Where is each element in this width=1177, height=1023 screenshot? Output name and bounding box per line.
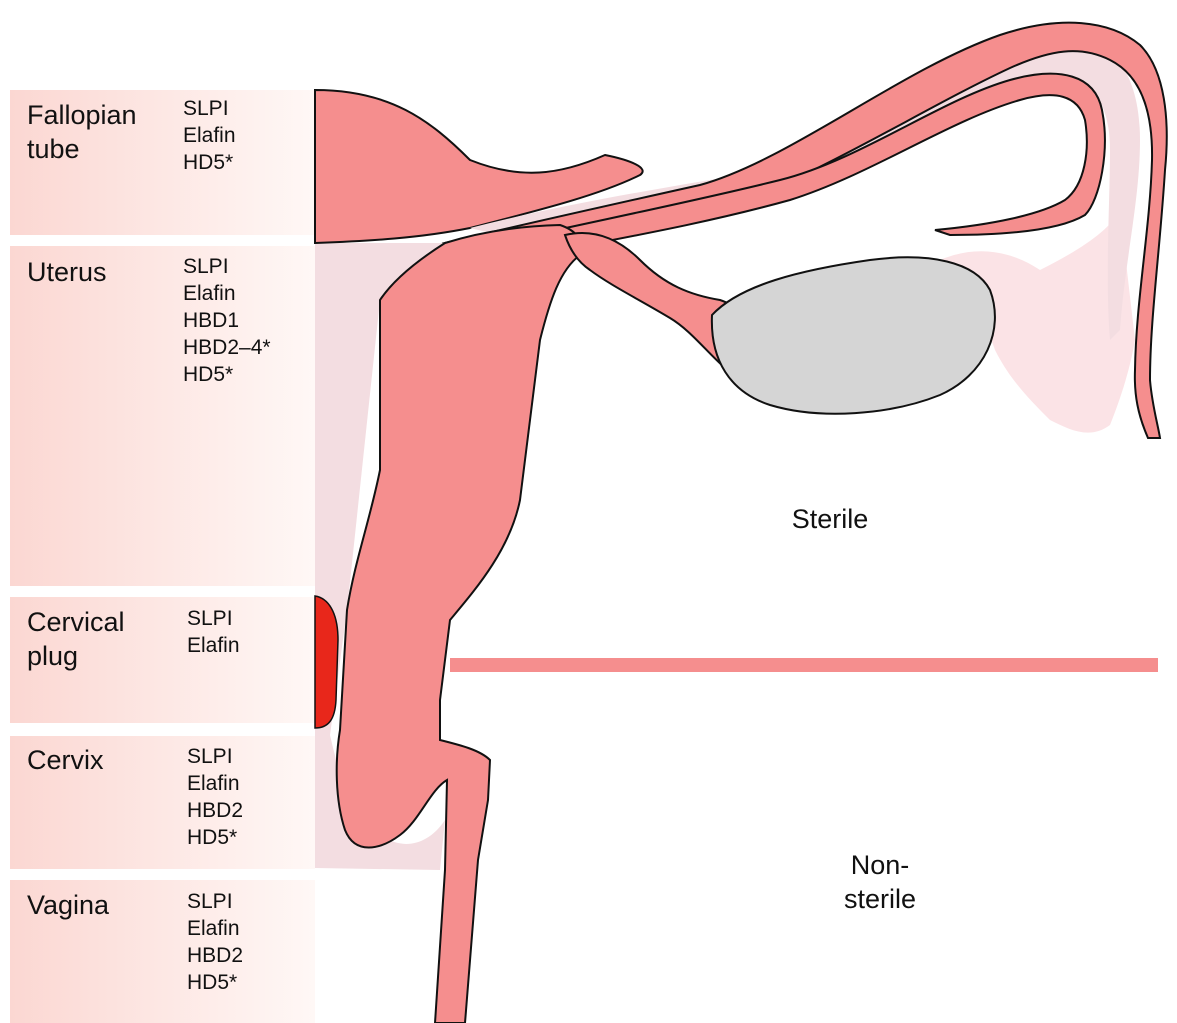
factor-list-fallopian-tube: SLPI Elafin HD5*	[183, 95, 236, 176]
factor-item: SLPI	[183, 95, 236, 122]
factor-item: SLPI	[187, 605, 240, 632]
factor-item: HBD2–4*	[183, 334, 271, 361]
factor-item: HBD2	[187, 797, 243, 824]
factor-item: HD5*	[183, 149, 236, 176]
factor-list-vagina: SLPI Elafin HBD2 HD5*	[187, 888, 243, 996]
region-label-vagina: Vagina	[27, 888, 109, 922]
factor-item: HD5*	[183, 361, 271, 388]
factor-item: Elafin	[183, 280, 271, 307]
factor-list-cervical-plug: SLPI Elafin	[187, 605, 240, 659]
factor-item: Elafin	[183, 122, 236, 149]
factor-item: Elafin	[187, 632, 240, 659]
region-label-cervix: Cervix	[27, 743, 104, 777]
factor-item: SLPI	[183, 253, 271, 280]
zone-label-non-sterile: Non- sterile	[790, 848, 970, 916]
factor-list-uterus: SLPI Elafin HBD1 HBD2–4* HD5*	[183, 253, 271, 388]
factor-item: SLPI	[187, 743, 243, 770]
cervical-plug	[315, 596, 338, 728]
region-label-uterus: Uterus	[27, 255, 107, 289]
factor-item: HBD1	[183, 307, 271, 334]
ovary	[712, 257, 995, 413]
factor-item: Elafin	[187, 915, 243, 942]
factor-list-cervix: SLPI Elafin HBD2 HD5*	[187, 743, 243, 851]
zone-label-sterile: Sterile	[740, 502, 920, 536]
factor-item: Elafin	[187, 770, 243, 797]
factor-item: HBD2	[187, 942, 243, 969]
region-label-cervical-plug: Cervical plug	[27, 605, 125, 673]
factor-item: HD5*	[187, 824, 243, 851]
region-label-fallopian-tube: Fallopian tube	[27, 98, 137, 166]
factor-item: HD5*	[187, 969, 243, 996]
factor-item: SLPI	[187, 888, 243, 915]
sterility-boundary-line	[450, 658, 1158, 672]
